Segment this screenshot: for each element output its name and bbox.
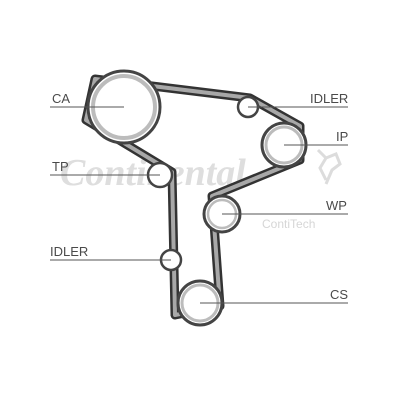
label-tp: TP	[52, 159, 69, 174]
label-idler-top: IDLER	[310, 91, 348, 106]
timing-belt	[81, 74, 305, 320]
label-idler-bottom: IDLER	[50, 244, 88, 259]
pulleys	[86, 69, 308, 327]
label-cs: CS	[330, 287, 348, 302]
horse-logo-icon	[316, 148, 342, 185]
labels: CA IDLER IP TP WP IDLER CS	[50, 91, 348, 302]
label-ca: CA	[52, 91, 70, 106]
watermark-sub: ContiTech	[262, 217, 315, 231]
belt-inner	[84, 77, 302, 317]
leader-lines	[50, 106, 348, 304]
label-ip: IP	[336, 129, 348, 144]
label-wp: WP	[326, 198, 347, 213]
